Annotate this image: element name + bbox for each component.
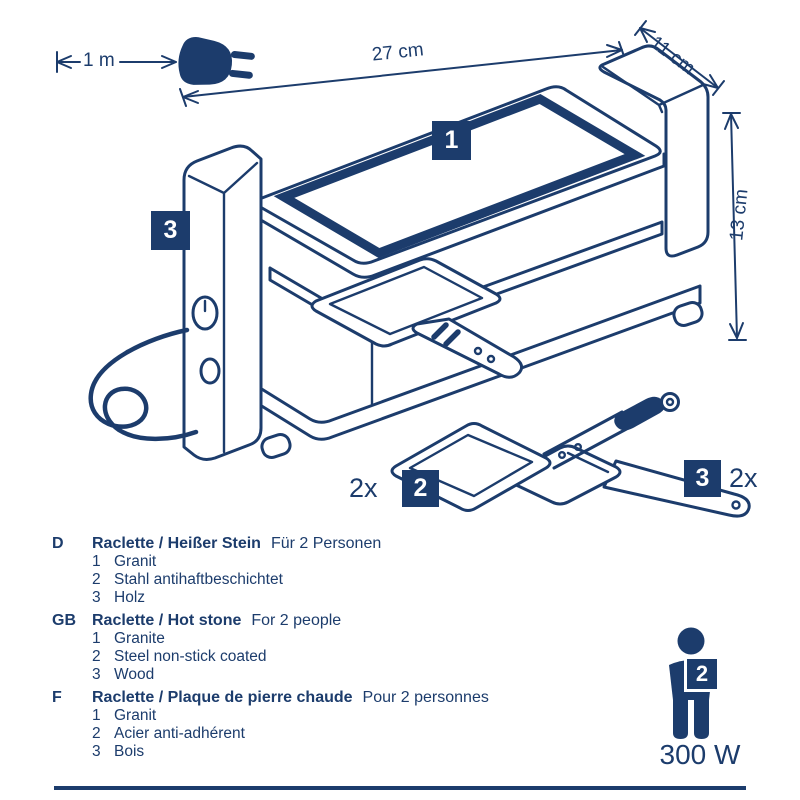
inner-raclette-pan <box>310 257 524 379</box>
part-name: Wood <box>114 666 155 683</box>
foot <box>672 301 704 327</box>
part-item: 1 Granite <box>92 630 632 648</box>
indicator-knob <box>199 357 221 385</box>
wooden-spatula <box>506 444 751 518</box>
product-title: Raclette / Heißer Stein <box>92 535 261 552</box>
part-item: 3 Holz <box>92 589 632 607</box>
serving-info: Pour 2 personnes <box>362 689 489 706</box>
left-support-tower <box>182 144 263 461</box>
lang-code: F <box>52 689 62 706</box>
callout-badge-pan: 2 <box>402 470 439 507</box>
part-name: Granite <box>114 630 165 647</box>
description-block: D Raclette / Heißer Stein Für 2 Personen… <box>52 534 632 765</box>
part-name: Bois <box>114 743 145 760</box>
dimension-arrow-depth <box>634 20 725 96</box>
part-name: Holz <box>114 589 146 606</box>
description-fr: F Raclette / Plaque de pierre chaude Pou… <box>52 688 632 761</box>
right-support <box>598 44 710 258</box>
part-item: 3 Bois <box>92 743 632 761</box>
stone-plate <box>256 85 662 265</box>
spatula-count-label: 2x <box>729 463 758 493</box>
persons-badge: 2 <box>684 656 720 692</box>
part-item: 1 Granit <box>92 707 632 725</box>
part-name: Acier anti-adhérent <box>114 725 245 742</box>
part-name: Granit <box>114 553 157 570</box>
power-rating: 300 W <box>659 739 741 770</box>
callout-badge-stone: 1 <box>432 121 471 160</box>
part-number: 3 <box>92 666 101 683</box>
callout-badge-side: 3 <box>151 211 190 250</box>
callout-badge-spatula: 3 <box>684 460 721 497</box>
thermostat-dial <box>191 295 219 331</box>
part-number: 1 <box>92 707 101 724</box>
part-item: 2 Stahl antihaftbeschichtet <box>92 571 632 589</box>
base-plate <box>208 284 702 441</box>
part-name: Granit <box>114 707 157 724</box>
description-gb: GB Raclette / Hot stone For 2 people 1 Gr… <box>52 611 632 684</box>
description-de: D Raclette / Heißer Stein Für 2 Personen… <box>52 534 632 607</box>
part-item: 2 Acier anti-adhérent <box>92 725 632 743</box>
lang-code: GB <box>52 612 76 629</box>
part-name: Steel non-stick coated <box>114 648 267 665</box>
lang-code: D <box>52 535 64 552</box>
part-name: Stahl antihaftbeschichtet <box>114 571 283 588</box>
part-number: 2 <box>92 648 101 665</box>
serving-info: For 2 people <box>251 612 342 629</box>
power-cord <box>88 327 199 442</box>
product-title: Raclette / Hot stone <box>92 612 242 629</box>
part-item: 3 Wood <box>92 666 632 684</box>
dimension-arrow-height <box>722 112 747 341</box>
cord-length-label: 1 m <box>83 50 115 71</box>
footer-rule <box>54 786 746 790</box>
part-number: 2 <box>92 725 101 742</box>
serving-info: Für 2 Personen <box>270 535 382 552</box>
raclette-grill-drawing <box>88 44 751 518</box>
part-number: 3 <box>92 589 101 606</box>
foot <box>260 433 292 459</box>
part-number: 3 <box>92 743 101 760</box>
product-title: Raclette / Plaque de pierre chaude <box>92 689 353 706</box>
part-item: 2 Steel non-stick coated <box>92 648 632 666</box>
part-item: 1 Granit <box>92 553 632 571</box>
power-plug-icon <box>178 37 255 85</box>
part-number: 2 <box>92 571 101 588</box>
part-number: 1 <box>92 553 101 570</box>
part-number: 1 <box>92 630 101 647</box>
pan-count-label: 2x <box>349 473 378 503</box>
cord-length-annotation <box>56 51 177 73</box>
